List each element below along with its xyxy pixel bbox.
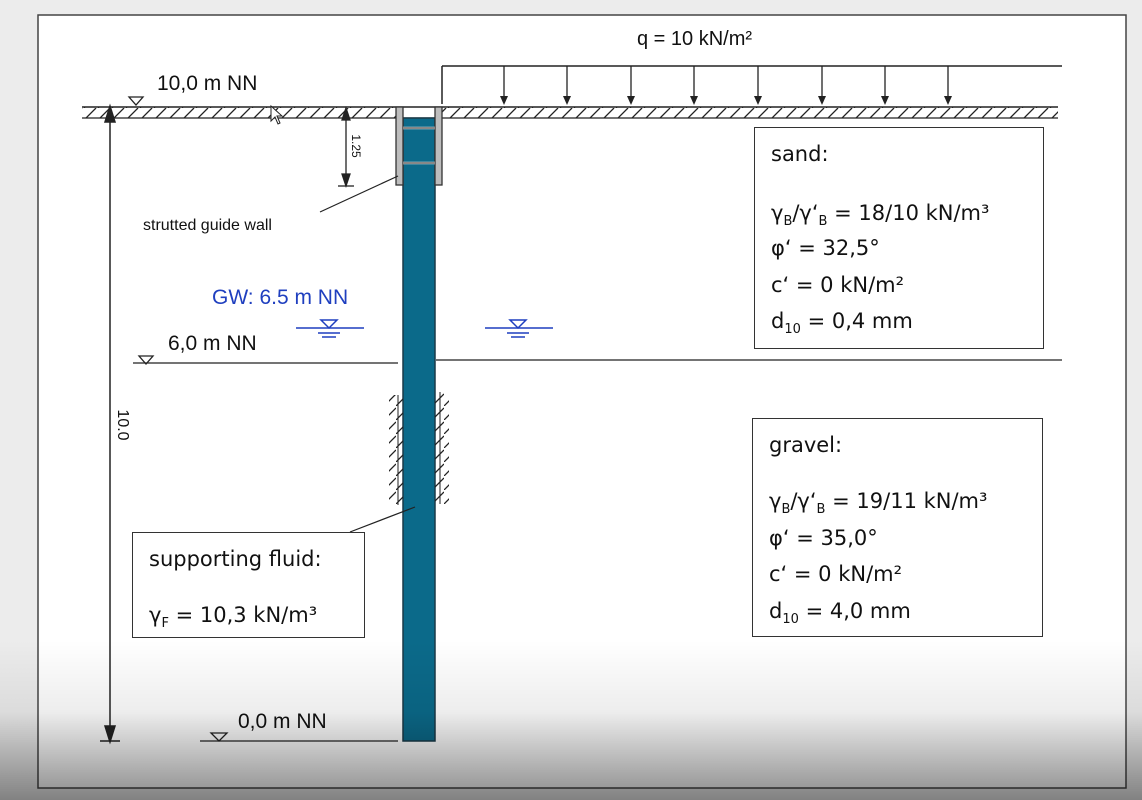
sand-grain-size: d10 = 0,4 mm <box>771 309 913 338</box>
gravel-cohesion: c‘ = 0 kN/m² <box>769 562 903 586</box>
depth-dimension-total <box>100 103 120 745</box>
slurry-trench <box>402 117 436 742</box>
level-label-top: 10,0 m NN <box>157 72 258 95</box>
sand-title: sand: <box>771 142 829 166</box>
fluid-leader <box>349 506 416 533</box>
sand-cohesion: c‘ = 0 kN/m² <box>771 273 905 297</box>
gravel-unit-weight: γB/γ‘B = 19/11 kN/m³ <box>769 489 988 518</box>
sand-properties-box: sand: γB/γ‘B = 18/10 kN/m³ φ‘ = 32,5° c‘… <box>754 127 1044 349</box>
load-arrow-head <box>818 96 826 105</box>
load-arrow-head <box>627 96 635 105</box>
gravel-grain-size: d10 = 4,0 mm <box>769 599 911 628</box>
level-label-mid: 6,0 m NN <box>168 332 257 355</box>
gravel-properties-box: gravel: γB/γ‘B = 19/11 kN/m³ φ‘ = 35,0° … <box>752 418 1043 637</box>
groundwater-marker-left <box>296 319 364 338</box>
filter-cake-hatching <box>389 392 449 505</box>
layer-boundary <box>133 355 1062 365</box>
groundwater-label: GW: 6.5 m NN <box>212 286 349 309</box>
depth-dimension-total-label: 10.0 <box>114 409 131 441</box>
load-arrow-head <box>500 96 508 105</box>
level-label-bottom: 0,0 m NN <box>238 710 327 733</box>
load-arrow-head <box>944 96 952 105</box>
gravel-friction-angle: φ‘ = 35,0° <box>769 526 878 550</box>
level-marker-top <box>127 96 145 106</box>
surface-load <box>441 65 1062 105</box>
load-arrow-head <box>881 96 889 105</box>
load-arrow-head <box>563 96 571 105</box>
ground-surface <box>82 106 1058 119</box>
sand-friction-angle: φ‘ = 32,5° <box>771 236 880 260</box>
guide-wall-label: strutted guide wall <box>143 217 272 234</box>
depth-dimension-guide-wall-label: 1.25 <box>349 134 363 158</box>
surface-load-label: q = 10 kN/m² <box>637 28 753 50</box>
level-marker-bottom <box>200 732 398 742</box>
supporting-fluid-box: supporting fluid: γF = 10,3 kN/m³ <box>132 532 365 638</box>
depth-dimension-guide-wall <box>338 105 354 189</box>
mouse-cursor-icon <box>270 104 284 125</box>
guide-wall-leader <box>319 175 399 213</box>
fluid-title: supporting fluid: <box>149 547 322 571</box>
guide-wall <box>395 106 443 186</box>
fluid-unit-weight: γF = 10,3 kN/m³ <box>149 603 318 632</box>
load-arrow-head <box>690 96 698 105</box>
load-arrow-head <box>754 96 762 105</box>
gravel-title: gravel: <box>769 433 843 457</box>
groundwater-marker-right <box>485 319 553 338</box>
sand-unit-weight: γB/γ‘B = 18/10 kN/m³ <box>771 201 990 230</box>
